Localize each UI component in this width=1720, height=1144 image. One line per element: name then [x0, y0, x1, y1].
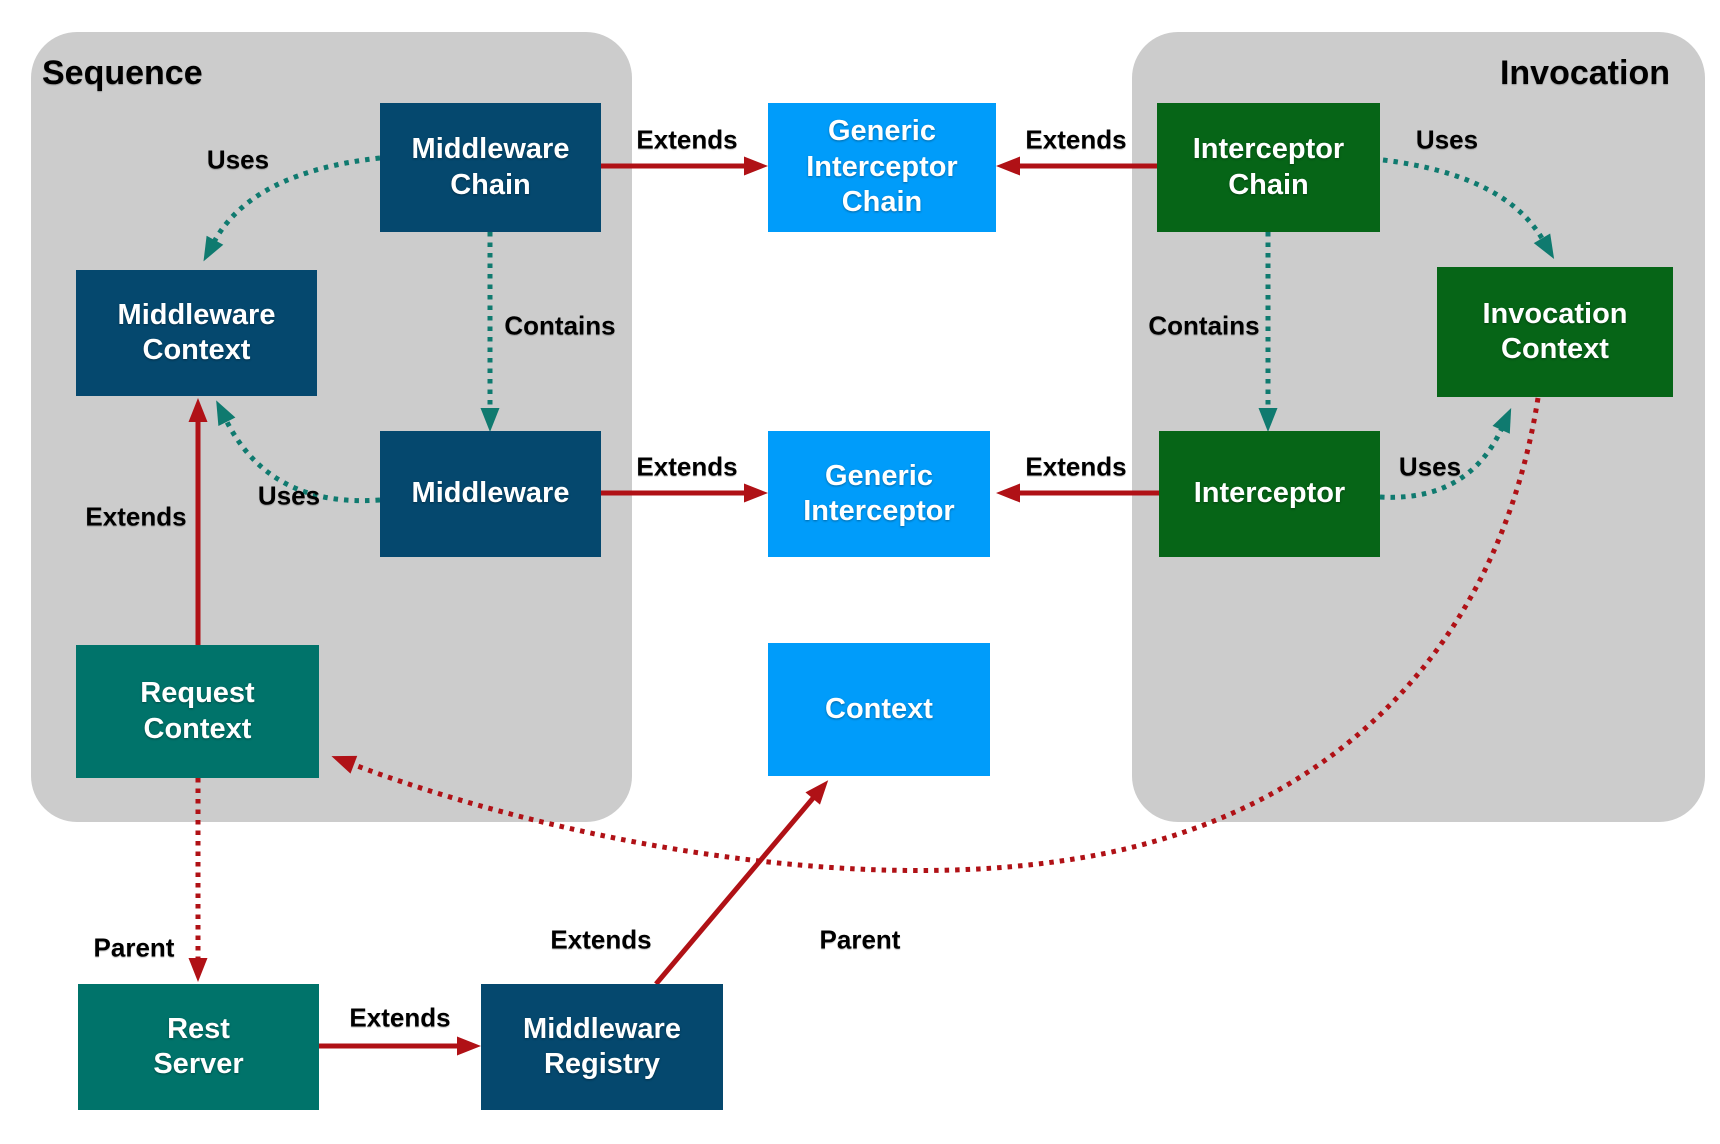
node-middleware-registry: Middleware Registry — [481, 984, 723, 1110]
edge-label-parent-curve: Parent — [819, 924, 901, 955]
edge-label-extends-row1-left: Extends — [636, 124, 738, 155]
edge-label-parent-vertical: Parent — [93, 932, 175, 963]
node-middleware: Middleware — [380, 431, 601, 557]
node-context: Context — [768, 643, 990, 776]
panel-title-invocation: Invocation — [1499, 54, 1670, 92]
edge-label-extends-row2-right: Extends — [1025, 451, 1127, 482]
edge-label-contains-left: Contains — [504, 310, 616, 341]
edge-label-contains-right: Contains — [1148, 310, 1260, 341]
node-middleware-chain: Middleware Chain — [380, 103, 601, 232]
edge-label-extends-row2-left: Extends — [636, 451, 738, 482]
edge-label-uses-top-right: Uses — [1415, 124, 1479, 155]
edge-label-extends-diagonal: Extends — [550, 924, 652, 955]
edge-label-extends-bottom: Extends — [349, 1002, 451, 1033]
node-generic-interceptor: Generic Interceptor — [768, 431, 990, 557]
edge-label-uses-top-left: Uses — [206, 144, 270, 175]
edge-label-uses-mid-right: Uses — [1398, 451, 1462, 482]
node-rest-server: Rest Server — [78, 984, 319, 1110]
node-request-context: Request Context — [76, 645, 319, 778]
edge-label-uses-mid-left: Uses — [257, 480, 321, 511]
node-interceptor: Interceptor — [1159, 431, 1380, 557]
edge-label-extends-vertical: Extends — [85, 501, 187, 532]
edge-extends-middleware-registry-to-context — [654, 780, 829, 986]
edge-label-extends-row1-right: Extends — [1025, 124, 1127, 155]
node-generic-interceptor-chain: Generic Interceptor Chain — [768, 103, 996, 232]
node-interceptor-chain: Interceptor Chain — [1157, 103, 1380, 232]
node-invocation-context: Invocation Context — [1437, 267, 1673, 397]
node-middleware-context: Middleware Context — [76, 270, 317, 396]
panel-title-sequence: Sequence — [42, 54, 203, 92]
